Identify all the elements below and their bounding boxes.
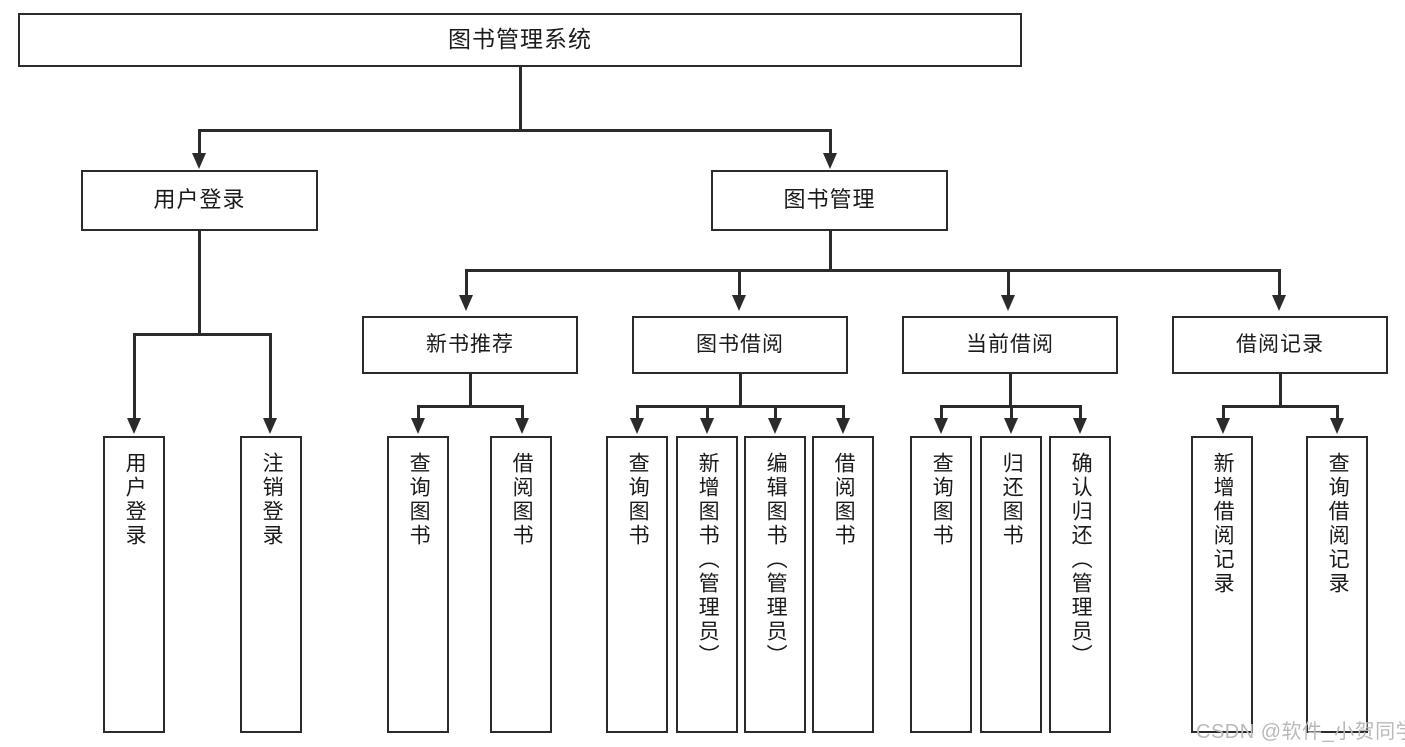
- node-label: 图书管理系统: [448, 26, 592, 53]
- leaf-currentborrow-query-books[interactable]: 查询图书: [910, 436, 972, 733]
- arrowhead-bookborrow-leaf-1: [630, 418, 644, 434]
- leaf-bookborrow-edit-book-admin[interactable]: 编辑图书（管理员）: [744, 436, 806, 733]
- leaf-newbook-borrow-books[interactable]: 借阅图书: [490, 436, 552, 733]
- connector-bm-to-new-book: [465, 269, 468, 297]
- connector-root-bus: [198, 129, 831, 132]
- node-label: 查询借阅记录: [1326, 452, 1350, 596]
- leaf-logout[interactable]: 注销登录: [240, 436, 302, 733]
- node-label: 归还图书: [1000, 452, 1024, 548]
- arrowhead-bookborrow-leaf-3: [768, 418, 782, 434]
- node-label: 当前借阅: [966, 333, 1054, 357]
- arrowhead-newbook-leaf-2: [515, 418, 529, 434]
- node-label: 用户登录: [153, 187, 246, 213]
- node-root-book-management-system[interactable]: 图书管理系统: [18, 13, 1022, 67]
- connector-newbook-bus: [417, 405, 523, 408]
- leaf-currentborrow-return-books[interactable]: 归还图书: [980, 436, 1042, 733]
- connector-bookborrow-stem: [739, 374, 742, 407]
- connector-bookborrow-leaf-4: [842, 405, 845, 420]
- node-new-book-recommend[interactable]: 新书推荐: [362, 316, 578, 374]
- connector-borrowrecord-leaf-2: [1336, 405, 1339, 420]
- arrowhead-userlogin-leaf-1: [127, 418, 141, 434]
- connector-root-stem: [519, 67, 522, 130]
- connector-user-login-bus: [133, 333, 271, 336]
- node-book-management[interactable]: 图书管理: [711, 170, 948, 231]
- connector-bm-to-borrow-record: [1278, 269, 1281, 297]
- connector-currentborrow-leaf-3: [1079, 405, 1082, 420]
- node-label: 借阅图书: [832, 452, 856, 548]
- connector-bookborrow-leaf-3: [774, 405, 777, 420]
- node-label: 图书管理: [783, 187, 876, 213]
- arrowhead-bm-new-book: [459, 295, 473, 311]
- node-label: 查询图书: [626, 452, 650, 548]
- connector-book-management-stem: [829, 231, 832, 271]
- arrowhead-bm-current-borrow: [1001, 295, 1015, 311]
- arrowhead-bm-book-borrow: [732, 295, 746, 311]
- node-label: 注销登录: [260, 452, 284, 548]
- connector-bookborrow-bus: [636, 405, 844, 408]
- leaf-borrowrecord-query-record[interactable]: 查询借阅记录: [1306, 436, 1368, 733]
- connector-bm-to-book-borrow: [738, 269, 741, 297]
- connector-book-management-bus: [465, 269, 1281, 272]
- node-label: 新增图书（管理员）: [696, 452, 720, 668]
- connector-root-to-book-management: [829, 129, 832, 155]
- leaf-bookborrow-add-book-admin[interactable]: 新增图书（管理员）: [676, 436, 738, 733]
- arrowhead-bookborrow-leaf-4: [836, 418, 850, 434]
- node-label: 新增借阅记录: [1211, 452, 1235, 596]
- connector-newbook-leaf-1: [417, 405, 420, 420]
- leaf-user-login[interactable]: 用户登录: [103, 436, 165, 733]
- node-label: 查询图书: [930, 452, 954, 548]
- connector-userlogin-to-leaf-1: [133, 333, 136, 420]
- node-label: 图书借阅: [696, 333, 784, 357]
- arrowhead-bookborrow-leaf-2: [700, 418, 714, 434]
- node-label: 新书推荐: [426, 333, 514, 357]
- leaf-currentborrow-confirm-return-admin[interactable]: 确认归还（管理员）: [1049, 436, 1111, 733]
- node-label: 查询图书: [407, 452, 431, 548]
- node-label: 用户登录: [123, 452, 147, 548]
- arrowhead-currentborrow-leaf-3: [1073, 418, 1087, 434]
- node-label: 借阅图书: [510, 452, 534, 548]
- connector-newbook-stem: [469, 374, 472, 407]
- node-borrow-record[interactable]: 借阅记录: [1172, 316, 1388, 374]
- connector-bookborrow-leaf-2: [706, 405, 709, 420]
- leaf-newbook-query-books[interactable]: 查询图书: [387, 436, 449, 733]
- arrowhead-borrowrecord-leaf-2: [1330, 418, 1344, 434]
- connector-borrowrecord-stem: [1279, 374, 1282, 407]
- connector-root-to-user-login: [198, 129, 201, 155]
- node-label: 确认归还（管理员）: [1069, 452, 1093, 668]
- leaf-bookborrow-query-books[interactable]: 查询图书: [606, 436, 668, 733]
- arrowhead-borrowrecord-leaf-1: [1216, 418, 1230, 434]
- connector-borrowrecord-bus: [1222, 405, 1338, 408]
- connector-currentborrow-leaf-2: [1010, 405, 1013, 420]
- connector-user-login-stem: [198, 231, 201, 335]
- arrowhead-currentborrow-leaf-2: [1004, 418, 1018, 434]
- arrowhead-bm-borrow-record: [1272, 295, 1286, 311]
- node-label: 借阅记录: [1236, 333, 1324, 357]
- connector-borrowrecord-leaf-1: [1222, 405, 1225, 420]
- connector-newbook-leaf-2: [521, 405, 524, 420]
- connector-currentborrow-stem: [1009, 374, 1012, 407]
- connector-currentborrow-leaf-1: [940, 405, 943, 420]
- node-user-login[interactable]: 用户登录: [81, 170, 318, 231]
- leaf-bookborrow-borrow-books[interactable]: 借阅图书: [812, 436, 874, 733]
- connector-bookborrow-leaf-1: [636, 405, 639, 420]
- arrowhead-newbook-leaf-1: [411, 418, 425, 434]
- arrowhead-userlogin-leaf-2: [263, 418, 277, 434]
- node-label: 编辑图书（管理员）: [764, 452, 788, 668]
- connector-bm-to-current-borrow: [1007, 269, 1010, 297]
- arrowhead-to-user-login: [192, 153, 206, 169]
- node-book-borrow[interactable]: 图书借阅: [632, 316, 848, 374]
- arrowhead-currentborrow-leaf-1: [934, 418, 948, 434]
- leaf-borrowrecord-add-record[interactable]: 新增借阅记录: [1191, 436, 1253, 733]
- node-current-borrow[interactable]: 当前借阅: [902, 316, 1118, 374]
- connector-userlogin-to-leaf-2: [269, 333, 272, 420]
- arrowhead-to-book-management: [823, 153, 837, 169]
